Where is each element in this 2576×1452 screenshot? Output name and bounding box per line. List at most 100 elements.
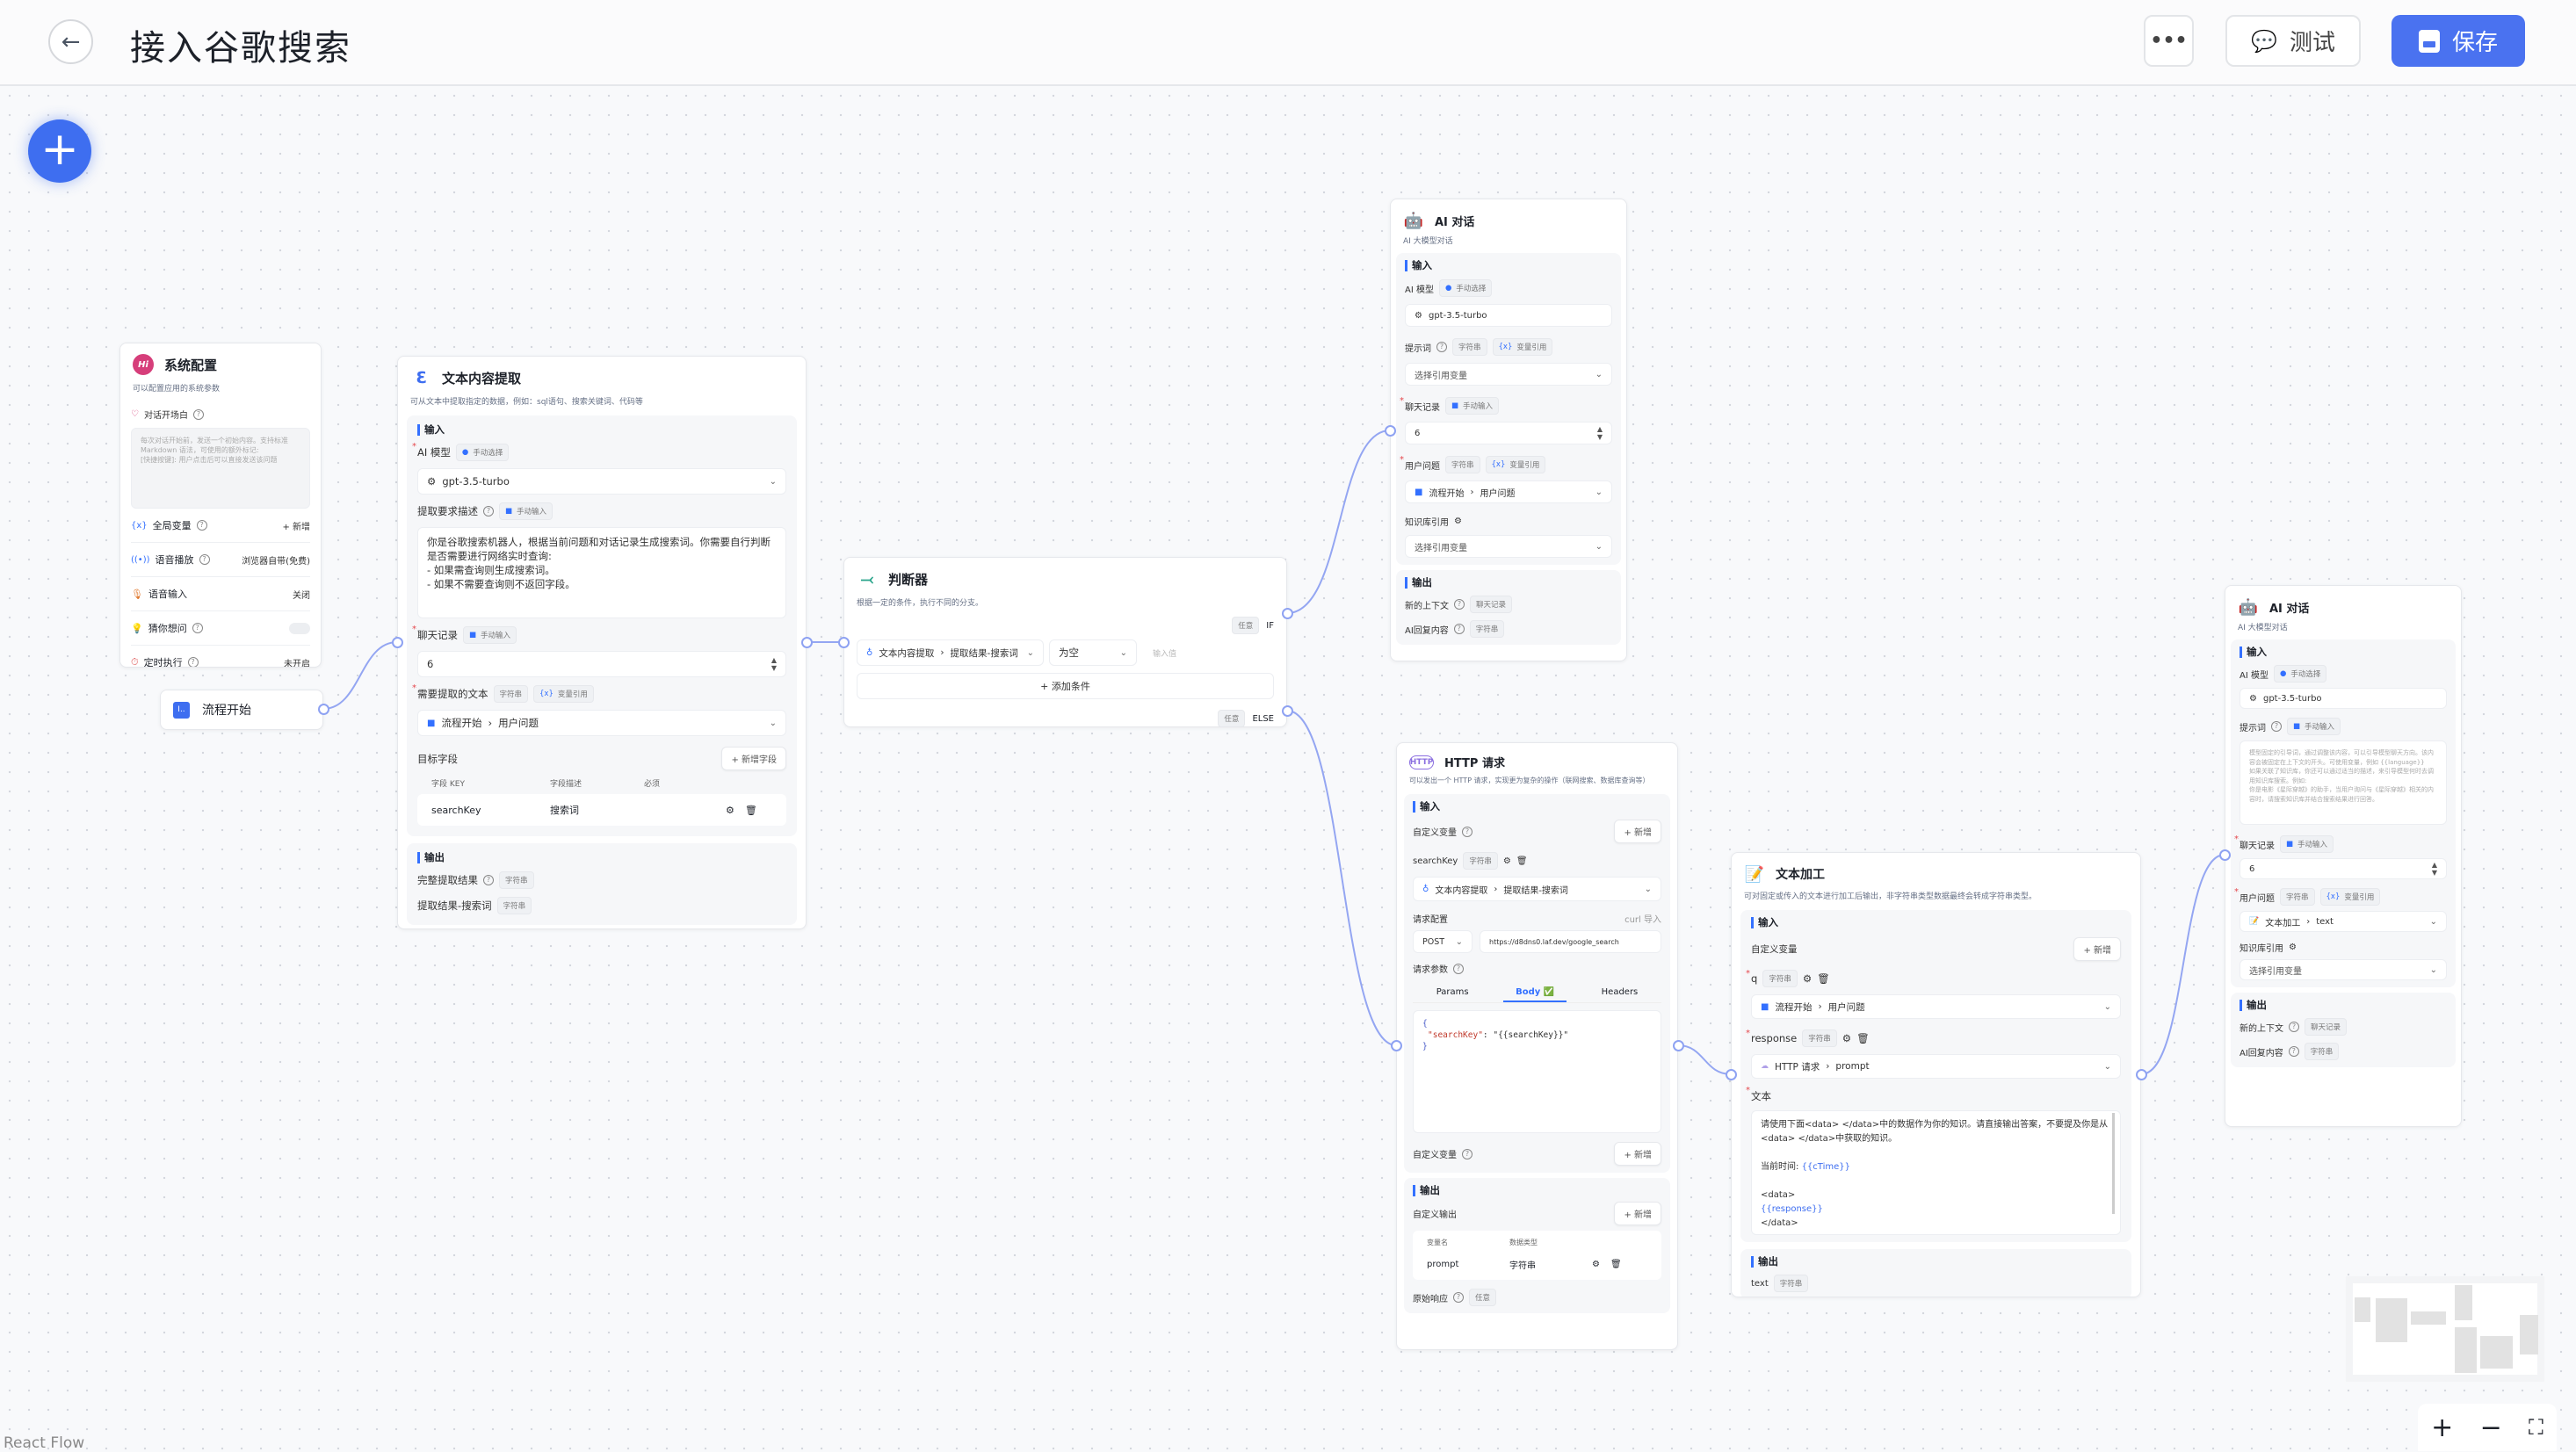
scrollbar[interactable] [2112, 1113, 2115, 1214]
history-stepper[interactable]: 6▲▼ [1405, 422, 1612, 444]
q-ref-select[interactable]: ■流程开始›用户问题⌄ [1751, 994, 2121, 1019]
model-select[interactable]: ⚙gpt-3.5-turbo [2240, 688, 2447, 709]
tab-body[interactable]: Body ✅ [1503, 984, 1567, 1002]
start-node[interactable]: I.. 流程开始 [160, 690, 323, 730]
handle[interactable] [2136, 1069, 2147, 1080]
edge-else-to-http [1286, 710, 1397, 1046]
section-input: 输入 [417, 424, 786, 436]
kb-select[interactable]: 选择引用变量⌄ [2240, 959, 2447, 980]
add-variable-button[interactable]: + 新增 [1614, 820, 1661, 843]
voice-input-value[interactable]: 关闭 [293, 590, 310, 601]
handle[interactable] [1726, 1069, 1737, 1080]
prompt-select[interactable]: 选择引用变量⌄ [1405, 363, 1612, 386]
test-button[interactable]: 💬测试 [2225, 15, 2361, 67]
text-process-node[interactable]: 📝文本加工 可对固定或传入的文本进行加工后输出，非字符串类型数据最终会转成字符串… [1731, 852, 2141, 1297]
variable-ref-select[interactable]: ♁文本内容提取›提取结果-搜索词⌄ [1413, 877, 1661, 901]
handle[interactable] [1282, 705, 1293, 717]
url-input[interactable]: https://d8dns0.laf.dev/google_search [1480, 930, 1661, 953]
ai-chat-node-2[interactable]: 🤖AI 对话 AI 大模型对话 输入 AI 模型●手动选择 ⚙gpt-3.5-t… [2225, 585, 2462, 1127]
node-title: 文本加工 [1776, 868, 1825, 882]
node-desc: 可以配置应用的系统参数 [133, 385, 221, 394]
tab-headers[interactable]: Headers [1601, 987, 1639, 997]
http-cloud-icon: HTTP [1409, 755, 1434, 769]
condition-variable-select[interactable]: ♁文本内容提取›提取结果-搜索词⌄ [857, 639, 1044, 666]
gear-icon[interactable]: ⚙ [1454, 517, 1462, 526]
method-select[interactable]: POST⌄ [1413, 930, 1473, 953]
react-flow-attribution[interactable]: React Flow [4, 1434, 85, 1452]
history-stepper[interactable]: 6▲▼ [2240, 858, 2447, 879]
timer-value[interactable]: 未开启 [284, 659, 310, 668]
more-button[interactable]: ••• [2144, 15, 2194, 67]
history-stepper[interactable]: 6▲▼ [417, 651, 786, 677]
back-button[interactable]: ← [48, 19, 93, 64]
ai-model-label: AI 模型 [412, 442, 451, 459]
handle[interactable] [2219, 849, 2231, 861]
user-question-select[interactable]: 📝文本加工›text⌄ [2240, 911, 2447, 932]
add-field-button[interactable]: + 新增字段 [721, 747, 786, 770]
stepper-arrows-icon[interactable]: ▲▼ [771, 656, 777, 672]
save-button[interactable]: 保存 [2391, 15, 2525, 67]
input-icon: ■ [469, 631, 477, 639]
add-global-var-button[interactable]: + 新增 [282, 522, 310, 532]
add-output-button[interactable]: + 新增 [1614, 1202, 1661, 1225]
model-select[interactable]: ⚙gpt-3.5-turbo⌄ [417, 468, 786, 495]
add-variable-button[interactable]: + 新增 [1614, 1142, 1661, 1166]
trash-icon[interactable]: 🗑 [1856, 1032, 1870, 1044]
gear-icon[interactable]: ⚙ [726, 804, 734, 816]
gear-icon[interactable]: ⚙ [1842, 1032, 1852, 1044]
tts-value[interactable]: 浏览器自带(免费) [242, 556, 310, 567]
handle[interactable] [1385, 425, 1396, 437]
add-node-button[interactable]: + [28, 119, 91, 183]
req-desc-textarea[interactable]: 你是谷歌搜索机器人，根据当前问题和对话记录生成搜索词。你需要自行判断是否需要进行… [417, 527, 786, 618]
text-template-editor[interactable]: 请使用下面<data> </data>中的数据作为你的知识。请直接输出答案，不要… [1751, 1110, 2121, 1235]
text-ref-select[interactable]: ■流程开始›用户问题⌄ [417, 710, 786, 736]
handle[interactable] [801, 637, 813, 648]
output-label: AI回复内容 [2240, 1048, 2283, 1058]
branch-icon: ⤙ [860, 569, 874, 589]
user-question-select[interactable]: ■流程开始›用户问题⌄ [1405, 480, 1612, 503]
help-icon: ? [196, 520, 207, 531]
model-select[interactable]: ⚙gpt-3.5-turbo [1405, 304, 1612, 327]
body-editor[interactable]: {"searchKey": "{{searchKey}}"} [1413, 1010, 1661, 1133]
add-variable-button[interactable]: + 新增 [2073, 937, 2121, 961]
zoom-out-button[interactable]: − [2479, 1412, 2502, 1443]
gear-icon[interactable]: ⚙ [1802, 972, 1813, 985]
tab-params[interactable]: Params [1436, 987, 1469, 997]
flow-canvas[interactable] [0, 86, 2576, 1451]
curl-import-link[interactable]: curl 导入 [1624, 915, 1661, 925]
add-condition-button[interactable]: + 添加条件 [857, 673, 1274, 699]
gear-icon[interactable]: ⚙ [2289, 943, 2297, 952]
ai-chat-node-1[interactable]: 🤖AI 对话 AI 大模型对话 输入 AI 模型●手动选择 ⚙gpt-3.5-t… [1390, 199, 1627, 661]
fit-view-button[interactable]: ⛶ [2529, 1415, 2543, 1440]
handle[interactable] [318, 704, 329, 715]
trash-icon[interactable]: 🗑 [1610, 1260, 1622, 1269]
handle[interactable] [1673, 1040, 1684, 1051]
stepper-arrows-icon[interactable]: ▲▼ [2431, 861, 2437, 877]
zoom-in-button[interactable]: + [2431, 1412, 2454, 1443]
chevron-down-icon: ⌄ [1644, 884, 1652, 894]
handle[interactable] [1282, 608, 1293, 619]
condition-operator-select[interactable]: 为空⌄ [1049, 639, 1137, 666]
gear-icon[interactable]: ⚙ [1592, 1260, 1600, 1269]
edge-start-to-extract [322, 641, 398, 710]
trash-icon[interactable]: 🗑 [1516, 856, 1528, 866]
handle[interactable] [392, 637, 403, 648]
gear-icon[interactable]: ⚙ [1502, 856, 1511, 866]
text-line: 请使用下面<data> </data>中的数据作为你的知识。请直接输出答案，不要… [1761, 1120, 2109, 1144]
trash-icon[interactable]: 🗑 [744, 804, 757, 816]
kb-select[interactable]: 选择引用变量⌄ [1405, 535, 1612, 558]
trash-icon[interactable]: 🗑 [1817, 972, 1830, 985]
minimap[interactable] [2346, 1276, 2544, 1382]
condition-value-input[interactable]: 输入值 [1153, 649, 1177, 659]
handle[interactable] [1391, 1040, 1402, 1051]
stepper-arrows-icon[interactable]: ▲▼ [1596, 425, 1603, 441]
handle[interactable] [838, 637, 850, 648]
opening-textarea[interactable]: 每次对话开始前，发送一个初始内容。支持标准 Markdown 语法，可使用的额外… [131, 428, 310, 509]
response-ref-select[interactable]: ☁HTTP 请求›prompt⌄ [1751, 1054, 2121, 1079]
guess-toggle[interactable] [289, 622, 310, 634]
prompt-textarea[interactable]: 模型固定的引导词，通过调整该内容，可以引导模型聊天方向。该内容会被固定在上下文的… [2240, 740, 2447, 825]
